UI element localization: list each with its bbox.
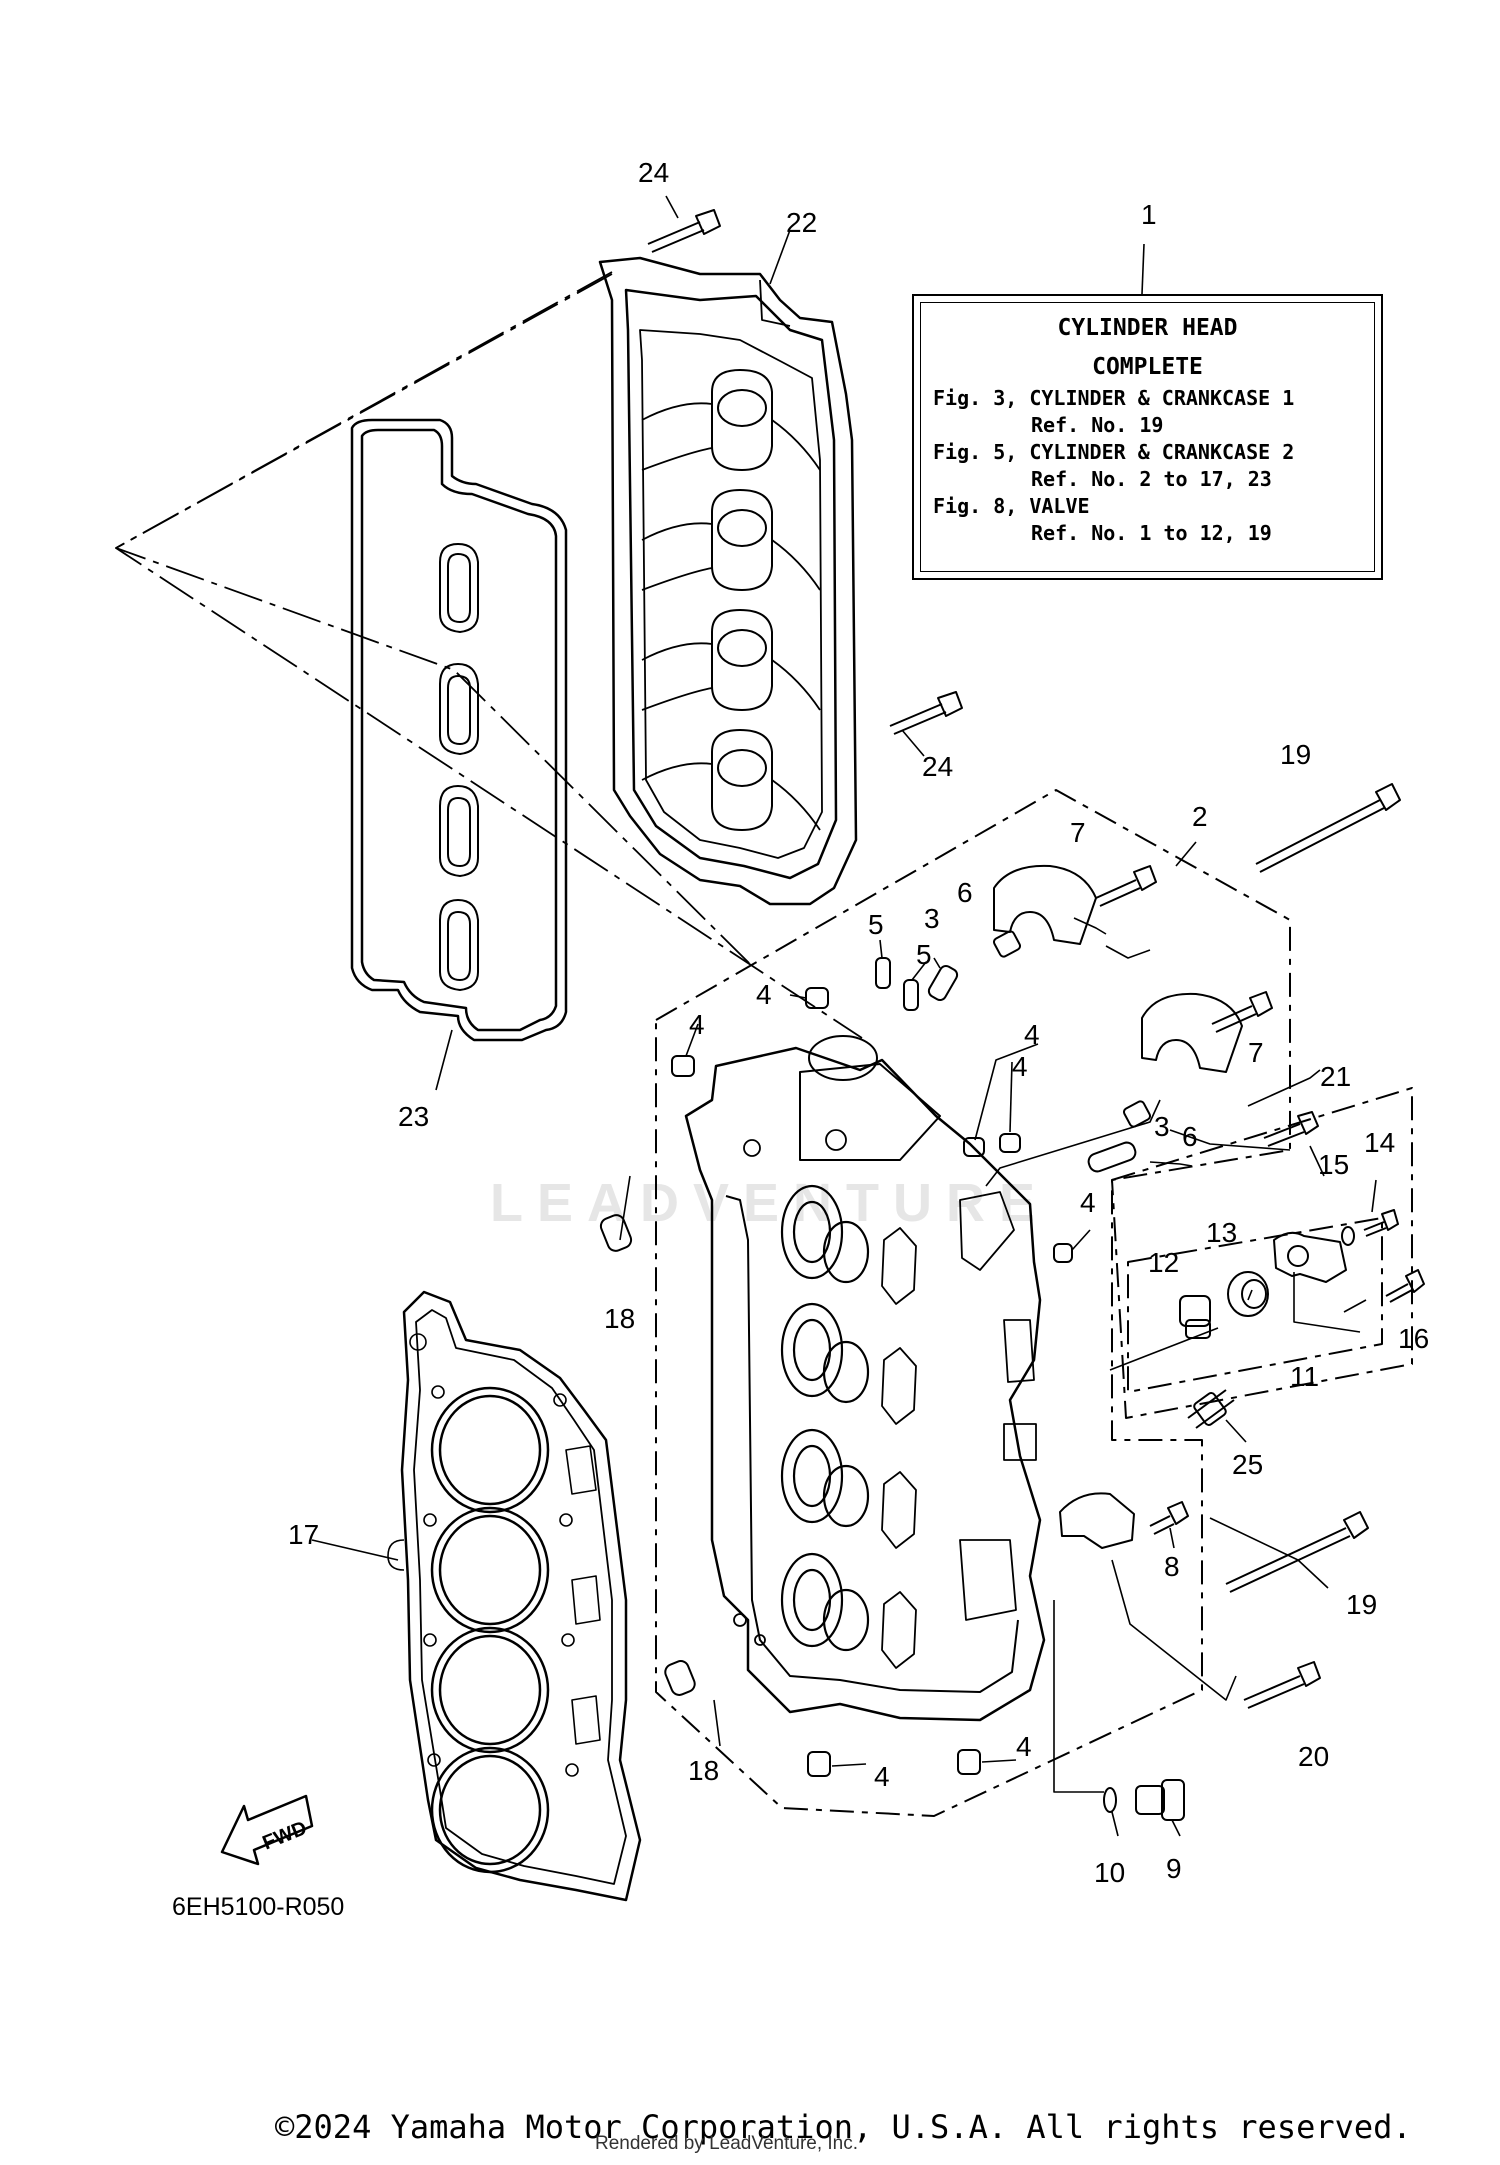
- callout-6a: 6: [957, 877, 973, 908]
- callout-24b: 24: [922, 751, 953, 782]
- info-fig-3: Fig. 3, CYLINDER & CRANKCASE 1: [933, 386, 1295, 410]
- head-cover-gasket: [350, 418, 568, 1042]
- bolt-20: [1243, 1661, 1321, 1709]
- callout-14: 14: [1364, 1127, 1395, 1158]
- callout-5b: 5: [916, 939, 932, 970]
- assembly-lines: [115, 271, 863, 1039]
- cylinder-head-cover: [598, 256, 858, 906]
- callout-1: 1: [1141, 199, 1157, 230]
- callout-18b: 18: [688, 1755, 719, 1786]
- callout-4b: 4: [689, 1009, 705, 1040]
- callout-17: 17: [288, 1519, 319, 1550]
- watermark: LEADVENTURE: [490, 1173, 1050, 1233]
- info-fig-8: Fig. 8, VALVE: [933, 494, 1090, 518]
- cylinder-head-info-box: CYLINDER HEAD COMPLETE Fig. 3, CYLINDER …: [912, 294, 1383, 580]
- bolt-19-upper: [1255, 783, 1401, 873]
- pins-5: [875, 957, 919, 1011]
- callout-4g: 4: [1016, 1731, 1032, 1762]
- callout-5a: 5: [868, 909, 884, 940]
- callout-11: 11: [1290, 1361, 1319, 1392]
- callout-24a: 24: [638, 157, 669, 188]
- callout-22: 22: [786, 207, 817, 238]
- callout-4a: 4: [756, 979, 772, 1010]
- callout-7b: 7: [1248, 1037, 1264, 1068]
- plugs-4: [671, 987, 1073, 1777]
- callout-4f: 4: [874, 1761, 890, 1792]
- info-title-line-2: COMPLETE: [1092, 354, 1203, 380]
- callout-10: 10: [1094, 1857, 1125, 1888]
- info-box-inner: CYLINDER HEAD COMPLETE Fig. 3, CYLINDER …: [920, 302, 1375, 572]
- fwd-arrow: [220, 1794, 314, 1866]
- callout-6b: 6: [1182, 1121, 1198, 1152]
- sleeves-3: [927, 964, 1137, 1173]
- callout-15: 15: [1318, 1149, 1349, 1180]
- callout-13: 13: [1206, 1217, 1237, 1248]
- callout-4c: 4: [1024, 1019, 1040, 1050]
- info-fig-5: Fig. 5, CYLINDER & CRANKCASE 2: [933, 440, 1295, 464]
- journal-cap-6-lower: [1123, 992, 1243, 1128]
- callout-12: 12: [1148, 1247, 1179, 1278]
- bolt-24-top: [647, 209, 721, 253]
- callout-20: 20: [1298, 1741, 1329, 1772]
- info-ref-fig-3: Ref. No. 19: [1031, 413, 1164, 437]
- journal-cap-6-upper: [993, 864, 1097, 958]
- washer-15: [1341, 1226, 1355, 1246]
- callout-4d: 4: [1012, 1051, 1028, 1082]
- leader-lines: [311, 195, 1377, 1837]
- bolt-14: [1363, 1209, 1399, 1237]
- copyright-notice: ©2024 Yamaha Motor Corporation, U.S.A. A…: [275, 2108, 1412, 2146]
- callout-labels: 1 2 3 3 4 4 4 4 4 4 4 5 5 6 6 7 7 8 9 10…: [288, 157, 1429, 1888]
- callout-9: 9: [1166, 1853, 1182, 1884]
- callout-16: 16: [1398, 1323, 1429, 1354]
- cylinder-head-gasket: [387, 1290, 642, 1902]
- callout-3b: 3: [1154, 1111, 1170, 1142]
- bracket-8: [1059, 1492, 1135, 1549]
- housing-11: [1273, 1231, 1347, 1283]
- cylinder-head-block: [684, 1035, 1046, 1722]
- seal-13: [1227, 1271, 1269, 1317]
- bolt-7-upper: [1095, 865, 1157, 907]
- callout-21: 21: [1320, 1061, 1351, 1092]
- diagram-id: 6EH5100-R050: [172, 1893, 345, 1921]
- callout-2: 2: [1192, 801, 1208, 832]
- plug-12: [1179, 1295, 1211, 1339]
- bolt-24-lower: [889, 691, 963, 735]
- fwd-label: FWD: [260, 1817, 310, 1854]
- callout-19b: 19: [1346, 1589, 1377, 1620]
- callout-3a: 3: [924, 903, 940, 934]
- bolt-9: [1135, 1779, 1185, 1821]
- bolt-19-lower: [1225, 1511, 1369, 1593]
- callout-7a: 7: [1070, 817, 1086, 848]
- callout-8: 8: [1164, 1551, 1180, 1582]
- bolt-7-lower: [1211, 991, 1273, 1033]
- callout-25: 25: [1232, 1449, 1263, 1480]
- callout-4e: 4: [1080, 1187, 1096, 1218]
- callout-19a: 19: [1280, 739, 1311, 770]
- info-ref-fig-5: Ref. No. 2 to 17, 23: [1031, 467, 1272, 491]
- callout-18a: 18: [604, 1303, 635, 1334]
- info-ref-fig-8: Ref. No. 1 to 12, 19: [1031, 521, 1272, 545]
- info-title-line-1: CYLINDER HEAD: [1057, 315, 1238, 341]
- assembly-boundary: [655, 789, 1413, 1817]
- bolt-16: [1385, 1269, 1425, 1303]
- bolt-8: [1149, 1501, 1189, 1535]
- dowel-pin-18-lower: [664, 1660, 696, 1696]
- callout-23: 23: [398, 1101, 429, 1132]
- rendered-by: Rendered by LeadVenture, Inc.: [595, 2133, 859, 2154]
- washer-10: [1103, 1787, 1117, 1813]
- sensor-25: [1187, 1389, 1235, 1429]
- bolt-21: [1263, 1111, 1319, 1147]
- dowel-pin-18-upper: [599, 1214, 633, 1252]
